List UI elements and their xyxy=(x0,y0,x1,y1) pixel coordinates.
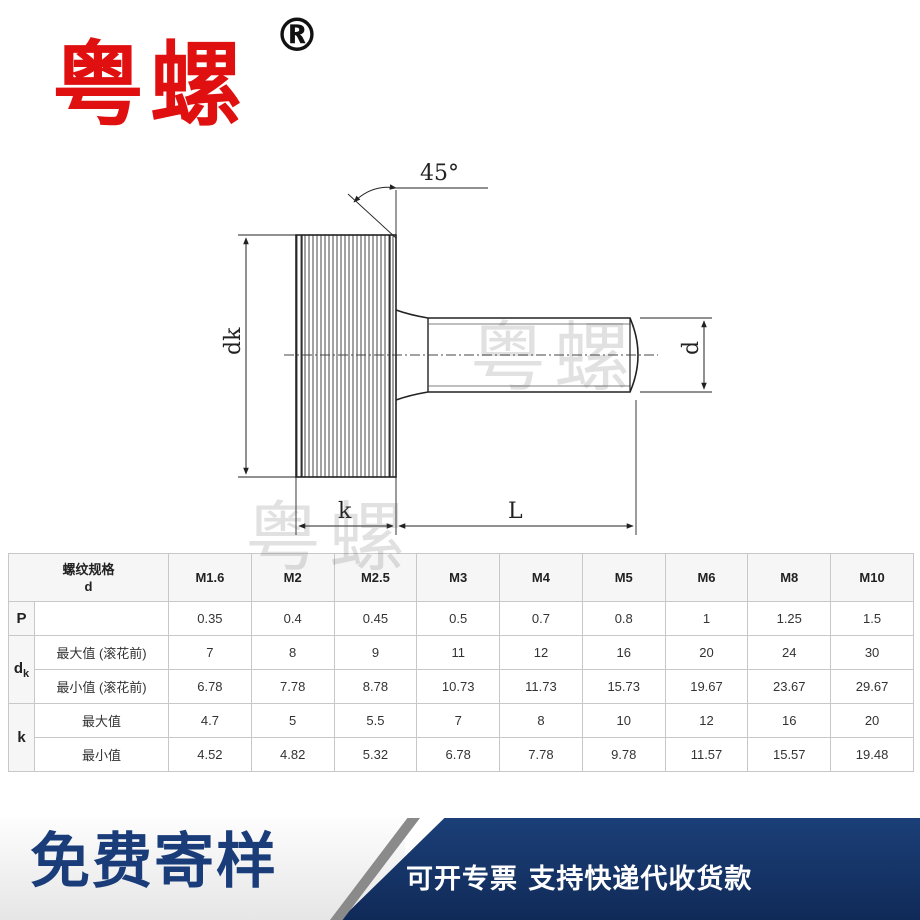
row-label xyxy=(33,601,170,636)
brand-logo: 粤螺 xyxy=(52,32,249,139)
row-label: 最小值 (滚花前) xyxy=(33,669,170,704)
size-header: M10 xyxy=(830,553,914,602)
table-cell: 0.5 xyxy=(416,601,501,636)
thread-spec-label: 螺纹规格 xyxy=(62,561,115,577)
table-cell: 7 xyxy=(416,703,501,738)
table-cell: 7.78 xyxy=(250,669,335,704)
threaded-shank xyxy=(395,309,639,401)
size-header: M5 xyxy=(581,553,666,602)
size-header: M3 xyxy=(416,553,501,602)
d-dimension: d xyxy=(640,317,712,393)
dk-label: dk xyxy=(221,327,246,355)
table-cell: 30 xyxy=(830,635,914,670)
table-cell: 19.48 xyxy=(830,737,914,772)
table-cell: 20 xyxy=(830,703,914,738)
table-row: 最小值 (滚花前) 6.78 7.78 8.78 10.73 11.73 15.… xyxy=(9,669,914,704)
L-label: L xyxy=(508,499,523,524)
table-cell: 6.78 xyxy=(168,669,252,704)
spec-table: 螺纹规格 d M1.6 M2 M2.5 M3 M4 M5 M6 M8 M10 P… xyxy=(7,553,914,772)
row-label: 最大值 xyxy=(33,703,170,738)
table-cell: 8 xyxy=(250,635,335,670)
size-header: M1.6 xyxy=(168,553,252,602)
thread-d-label: d xyxy=(84,578,93,594)
param-p: P xyxy=(8,601,35,636)
technical-drawing: dk d k L 45° xyxy=(0,150,920,550)
size-header: M4 xyxy=(499,553,583,602)
d-label: d xyxy=(679,341,704,355)
table-cell: 4.7 xyxy=(168,703,252,738)
size-header: M6 xyxy=(664,553,749,602)
size-header: M8 xyxy=(747,553,832,602)
table-row: 最小值 4.52 4.82 5.32 6.78 7.78 9.78 11.57 … xyxy=(9,737,914,772)
table-cell: 16 xyxy=(581,635,666,670)
table-cell: 0.35 xyxy=(168,601,252,636)
table-cell: 11 xyxy=(416,635,501,670)
param-dk-sub: k xyxy=(23,667,30,680)
param-dk: dk xyxy=(8,635,35,704)
table-cell: 12 xyxy=(499,635,583,670)
size-header: M2.5 xyxy=(333,553,418,602)
thread-spec-header: 螺纹规格 d xyxy=(7,553,170,602)
size-header: M2 xyxy=(250,553,335,602)
table-cell: 8 xyxy=(499,703,583,738)
table-cell: 15.57 xyxy=(747,737,832,772)
table-cell: 9 xyxy=(333,635,418,670)
table-header-row: 螺纹规格 d M1.6 M2 M2.5 M3 M4 M5 M6 M8 M10 xyxy=(7,553,914,602)
length-dimensions: k L xyxy=(295,190,637,535)
table-cell: 0.7 xyxy=(499,601,583,636)
table-cell: 0.8 xyxy=(581,601,666,636)
param-dk-main: d xyxy=(13,659,24,677)
free-sample-text: 免费寄样 xyxy=(30,827,278,897)
table-cell: 9.78 xyxy=(581,737,666,772)
table-cell: 1 xyxy=(664,601,749,636)
table-cell: 23.67 xyxy=(747,669,832,704)
row-label: 最大值 (滚花前) xyxy=(33,635,170,670)
table-cell: 10 xyxy=(581,703,666,738)
table-cell: 10.73 xyxy=(416,669,501,704)
table-cell: 5.32 xyxy=(333,737,418,772)
table-cell: 1.5 xyxy=(830,601,914,636)
table-cell: 20 xyxy=(664,635,749,670)
table-cell: 16 xyxy=(747,703,832,738)
services-text: 可开专票 支持快递代收货款 xyxy=(406,864,753,895)
table-cell: 0.4 xyxy=(250,601,335,636)
table-row: P 0.35 0.4 0.45 0.5 0.7 0.8 1 1.25 1.5 xyxy=(8,601,914,636)
promo-banner: 免费寄样 可开专票 支持快递代收货款 xyxy=(0,818,920,920)
table-cell: 15.73 xyxy=(581,669,666,704)
k-label: k xyxy=(338,499,352,524)
banner-right-panel xyxy=(340,818,920,920)
banner-left-panel xyxy=(0,818,405,920)
table-cell: 4.52 xyxy=(168,737,252,772)
table-cell: 24 xyxy=(747,635,832,670)
dk-dimension: dk xyxy=(221,234,296,478)
table-cell: 1.25 xyxy=(747,601,832,636)
table-cell: 7.78 xyxy=(499,737,583,772)
param-k: k xyxy=(8,703,35,772)
table-row: k 最大值 4.7 5 5.5 7 8 10 12 16 20 xyxy=(8,703,914,772)
table-cell: 19.67 xyxy=(664,669,749,704)
angle-label: 45° xyxy=(420,161,459,186)
table-cell: 5.5 xyxy=(333,703,418,738)
table-cell: 11.57 xyxy=(664,737,749,772)
table-cell: 11.73 xyxy=(499,669,583,704)
table-cell: 29.67 xyxy=(830,669,914,704)
table-cell: 5 xyxy=(250,703,335,738)
table-cell: 0.45 xyxy=(333,601,418,636)
row-label: 最小值 xyxy=(33,737,170,772)
table-cell: 8.78 xyxy=(333,669,418,704)
table-cell: 12 xyxy=(664,703,749,738)
table-cell: 6.78 xyxy=(416,737,501,772)
registered-trademark-mark: ® xyxy=(274,8,320,62)
knurled-head xyxy=(295,234,397,478)
table-row: dk 最大值 (滚花前) 7 8 9 11 12 16 20 24 30 xyxy=(8,635,914,704)
angle-dimension: 45° xyxy=(347,161,488,239)
table-cell: 4.82 xyxy=(250,737,335,772)
table-cell: 7 xyxy=(168,635,252,670)
